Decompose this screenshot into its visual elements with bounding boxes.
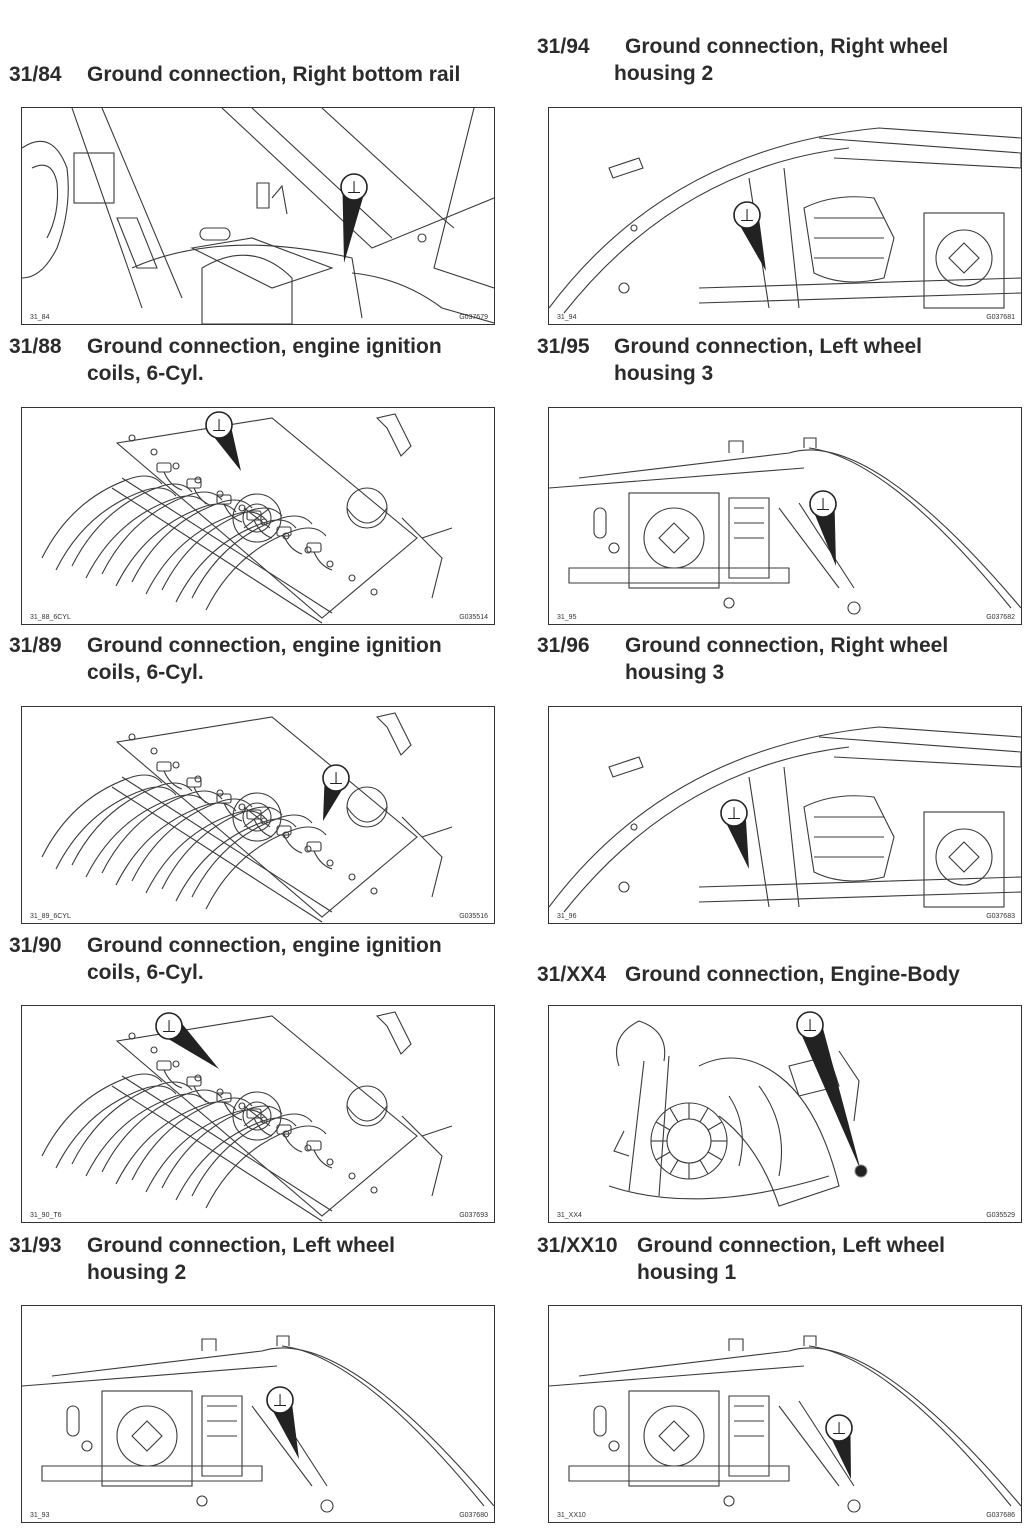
figure-code: 31_84 xyxy=(30,314,50,321)
connection-title-line: Ground connection, Engine-Body xyxy=(625,963,960,986)
connection-figure: ⊥ 31_94 G037681 xyxy=(548,107,1022,325)
wheel-housing-linework xyxy=(549,1335,1021,1513)
figure-drawing: ⊥ xyxy=(549,127,1021,314)
connection-title-line: Ground connection, engine ignition xyxy=(87,335,442,358)
figure-drawing: ⊥ xyxy=(608,1011,868,1207)
figure-drawing: ⊥ xyxy=(41,411,453,624)
connection-title-line: Ground connection, engine ignition xyxy=(87,934,442,957)
connection-figure: ⊥ 31_84 G037679 xyxy=(21,107,495,325)
connection-title-line: Ground connection, Right wheel xyxy=(625,634,949,657)
connection-code: 31/XX10 xyxy=(537,1234,618,1257)
ground-callout: ⊥ xyxy=(720,799,749,869)
connection-figure: ⊥ 31_89_6CYL G035516 xyxy=(21,706,495,924)
ground-callout: ⊥ xyxy=(205,411,241,471)
connection-title-line: coils, 6-Cyl. xyxy=(87,961,204,984)
figure-code: 31_90_T6 xyxy=(30,1212,62,1219)
connection-title-line: Ground connection, Left wheel xyxy=(614,335,923,358)
ground-symbol: ⊥ xyxy=(273,1391,288,1411)
figure-number: G037693 xyxy=(459,1212,488,1219)
connection-code: 31/89 xyxy=(9,634,62,657)
figure-drawing: ⊥ xyxy=(41,1011,453,1222)
connection-title-line: Ground connection, Left wheel xyxy=(87,1234,396,1257)
engine-linework xyxy=(41,1011,453,1222)
connection-code: 31/88 xyxy=(9,335,62,358)
connection-figure: ⊥ 31_88_6CYL G035514 xyxy=(21,407,495,625)
connection-title-line: housing 2 xyxy=(87,1261,187,1284)
connection-code: 31/93 xyxy=(9,1234,62,1257)
figure-code: 31_93 xyxy=(30,1512,50,1519)
ground-callout: ⊥ xyxy=(322,764,350,821)
connection-title-line: Ground connection, Right wheel xyxy=(625,35,949,58)
connection-title-line: housing 3 xyxy=(614,362,714,385)
connection-code: 31/84 xyxy=(9,63,62,86)
interior-linework xyxy=(22,108,494,324)
engine-body-linework xyxy=(608,1020,860,1207)
figure-number: G037681 xyxy=(986,314,1015,321)
figure-drawing: ⊥ xyxy=(41,712,453,923)
connection-code: 31/95 xyxy=(537,335,590,358)
figure-number: G037686 xyxy=(986,1512,1015,1519)
wheel-housing-linework xyxy=(549,127,1021,314)
figure-drawing: ⊥ xyxy=(22,108,494,324)
wheel-housing-linework xyxy=(549,437,1021,615)
figure-drawing: ⊥ xyxy=(549,726,1021,913)
engine-linework xyxy=(41,413,453,624)
connection-code: 31/96 xyxy=(537,634,590,657)
figure-code: 31_88_6CYL xyxy=(30,614,71,621)
figure-number: G035514 xyxy=(459,614,488,621)
ground-symbol: ⊥ xyxy=(740,206,755,226)
connection-code: 31/94 xyxy=(537,35,590,58)
ground-symbol: ⊥ xyxy=(816,495,831,515)
figure-number: G037683 xyxy=(986,913,1015,920)
figure-code: 31_89_6CYL xyxy=(30,913,71,920)
figure-number: G037680 xyxy=(459,1512,488,1519)
ground-symbol: ⊥ xyxy=(162,1017,177,1037)
ground-symbol: ⊥ xyxy=(329,769,344,789)
connection-code: 31/XX4 xyxy=(537,963,606,986)
connection-figure: ⊥ 31_95 G037682 xyxy=(548,407,1022,625)
ground-symbol: ⊥ xyxy=(212,416,227,436)
connection-title-line: Ground connection, engine ignition xyxy=(87,634,442,657)
ground-callout: ⊥ xyxy=(796,1011,868,1178)
figure-code: 31_XX10 xyxy=(557,1512,586,1519)
figure-drawing: ⊥ xyxy=(549,1335,1021,1513)
connection-title-line: housing 3 xyxy=(625,661,725,684)
connection-title-line: housing 1 xyxy=(637,1261,737,1284)
figure-drawing: ⊥ xyxy=(549,437,1021,615)
figure-number: G037679 xyxy=(459,314,488,321)
ground-symbol: ⊥ xyxy=(727,804,742,824)
ground-callout: ⊥ xyxy=(266,1386,299,1459)
figure-number: G035529 xyxy=(986,1212,1015,1219)
connection-title-line: Ground connection, Left wheel xyxy=(637,1234,946,1257)
figure-code: 31_95 xyxy=(557,614,577,621)
connection-figure: ⊥ 31_96 G037683 xyxy=(548,706,1022,924)
connection-figure: ⊥ 31_XX4 G035529 xyxy=(548,1005,1022,1223)
connection-title-line: housing 2 xyxy=(614,62,714,85)
figure-code: 31_96 xyxy=(557,913,577,920)
figure-drawing: ⊥ xyxy=(22,1335,494,1513)
wheel-housing-linework xyxy=(22,1335,494,1513)
ground-callout: ⊥ xyxy=(340,173,368,263)
ground-callout: ⊥ xyxy=(155,1012,219,1069)
connection-title-line: Ground connection, Right bottom rail xyxy=(87,63,461,86)
ground-callout: ⊥ xyxy=(809,490,837,566)
connection-code: 31/90 xyxy=(9,934,62,957)
ground-symbol: ⊥ xyxy=(803,1016,818,1036)
engine-linework xyxy=(41,712,453,923)
connection-title-line: coils, 6-Cyl. xyxy=(87,661,204,684)
connection-title-line: coils, 6-Cyl. xyxy=(87,362,204,385)
ground-symbol: ⊥ xyxy=(347,178,362,198)
connection-figure: ⊥ 31_90_T6 G037693 xyxy=(21,1005,495,1223)
figure-number: G037682 xyxy=(986,614,1015,621)
ground-symbol: ⊥ xyxy=(832,1419,847,1439)
connection-figure: ⊥ 31_93 G037680 xyxy=(21,1305,495,1523)
ground-callout: ⊥ xyxy=(733,201,766,271)
figure-code: 31_94 xyxy=(557,314,577,321)
figure-code: 31_XX4 xyxy=(557,1212,582,1219)
wheel-housing-linework xyxy=(549,726,1021,913)
figure-number: G035516 xyxy=(459,913,488,920)
connection-figure: ⊥ 31_XX10 G037686 xyxy=(548,1305,1022,1523)
ground-callout: ⊥ xyxy=(825,1414,853,1479)
